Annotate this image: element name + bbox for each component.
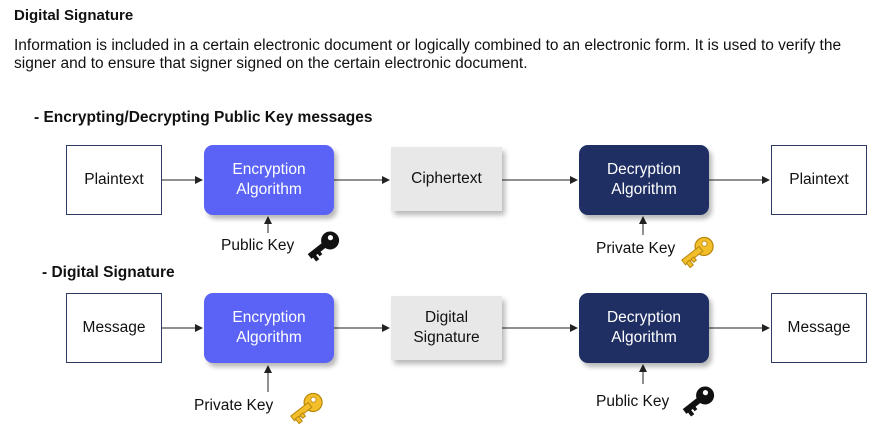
private-key-label: Private Key: [194, 397, 274, 414]
gold-key-icon: [681, 236, 714, 269]
decryption-algorithm-box: Decryption Algorithm: [579, 145, 709, 215]
message-input-box: Message: [66, 293, 162, 363]
plaintext-output-box: Plaintext: [771, 145, 867, 215]
gold-key-icon: [290, 392, 323, 425]
plaintext-input-box: Plaintext: [66, 145, 162, 215]
decryption-algorithm-box: Decryption Algorithm: [579, 293, 709, 363]
message-output-box: Message: [771, 293, 867, 363]
ciphertext-box: Ciphertext: [391, 147, 502, 211]
encryption-algorithm-box: Encryption Algorithm: [204, 293, 334, 363]
description: Information is included in a certain ele…: [14, 37, 842, 72]
black-key-icon: [682, 386, 715, 417]
public-key-label: Public Key: [221, 237, 295, 254]
page-title: Digital Signature: [14, 7, 134, 24]
encryption-algorithm-box: Encryption Algorithm: [204, 145, 334, 215]
section-heading-public-key: - Encrypting/Decrypting Public Key messa…: [34, 109, 373, 126]
public-key-label: Public Key: [596, 393, 670, 410]
black-key-icon: [307, 231, 340, 262]
section-heading-digital-signature: - Digital Signature: [42, 264, 175, 281]
private-key-label: Private Key: [596, 240, 676, 257]
digital-signature-box: Digital Signature: [391, 296, 502, 360]
